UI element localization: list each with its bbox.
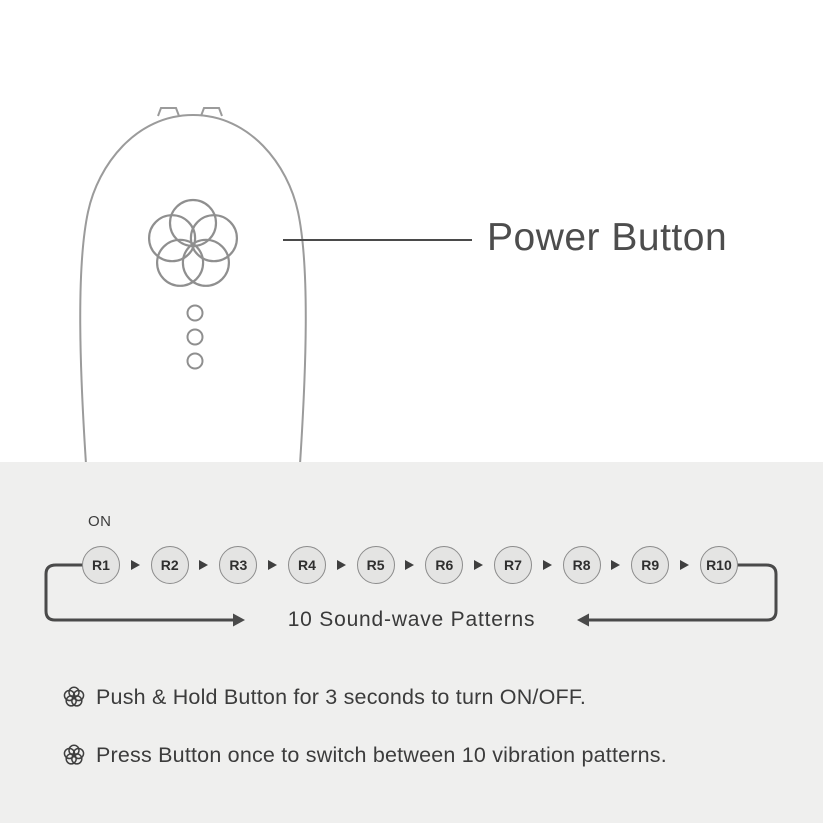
indicator-dots	[186, 304, 204, 370]
pattern-sequence-section: ON R1 R2 R3 R4 R5 R6 R7 R8 R9 R10 10 Sou…	[0, 462, 823, 823]
loop-arrow-right-icon	[577, 613, 589, 627]
pattern-step-r6: R6	[425, 546, 464, 584]
pattern-step-r9: R9	[631, 546, 670, 584]
sequence-caption: 10 Sound-wave Patterns	[287, 608, 536, 631]
device-illustration-section: Power Button	[79, 107, 728, 462]
power-button-label: Power Button	[487, 216, 728, 259]
loop-line-left	[44, 563, 233, 622]
flower-power-icon	[63, 686, 85, 707]
pattern-step-r5: R5	[356, 546, 395, 584]
device-body-outline	[79, 113, 307, 462]
flower-power-icon	[147, 198, 238, 287]
instruction-switch-patterns: Press Button once to switch between 10 v…	[60, 741, 667, 769]
instruction-text: Press Button once to switch between 10 v…	[96, 742, 667, 767]
arrow-right-icon	[199, 560, 209, 570]
on-label: ON	[88, 513, 112, 530]
arrow-right-icon	[405, 560, 415, 570]
pattern-step-r8: R8	[562, 546, 601, 584]
arrow-right-icon	[130, 560, 140, 570]
arrow-right-icon	[268, 560, 278, 570]
instruction-on-off: Push & Hold Button for 3 seconds to turn…	[60, 683, 586, 711]
loop-back-line	[44, 563, 778, 627]
loop-line-right	[589, 563, 778, 622]
device-top-tab-right	[200, 107, 223, 117]
pattern-step-r3: R3	[219, 546, 258, 584]
pattern-sequence: R1 R2 R3 R4 R5 R6 R7 R8 R9 R10	[82, 546, 738, 584]
pattern-step-r7: R7	[493, 546, 532, 584]
device-top-tab-left	[157, 107, 180, 117]
instruction-text: Push & Hold Button for 3 seconds to turn…	[96, 684, 586, 709]
pattern-step-r2: R2	[150, 546, 189, 584]
arrow-right-icon	[336, 560, 346, 570]
flower-power-icon	[63, 744, 85, 765]
arrow-right-icon	[542, 560, 552, 570]
device-outline-drawing	[79, 107, 472, 462]
pattern-step-r4: R4	[287, 546, 326, 584]
loop-arrow-left-icon	[233, 613, 245, 627]
arrow-right-icon	[611, 560, 621, 570]
pattern-step-r10: R10	[699, 546, 738, 584]
arrow-right-icon	[474, 560, 484, 570]
arrow-right-icon	[680, 560, 690, 570]
pattern-step-r1: R1	[82, 546, 120, 584]
